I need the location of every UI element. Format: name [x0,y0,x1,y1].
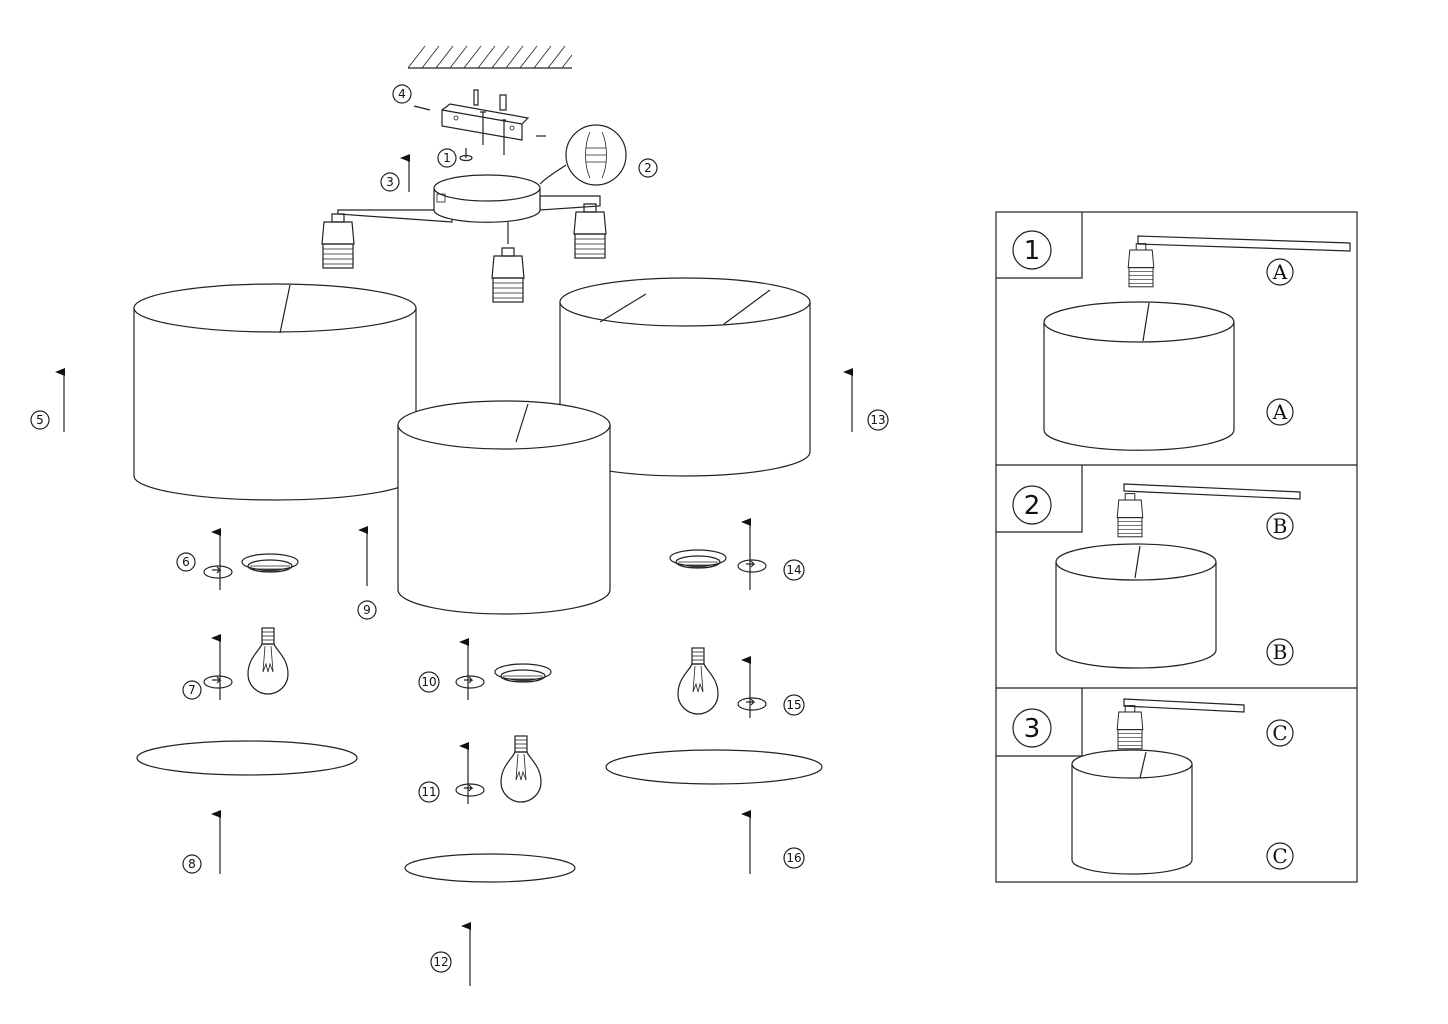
svg-text:8: 8 [188,857,196,871]
legend-row-2: 2 B B [996,465,1301,669]
step-label-1: 1 [437,148,457,168]
svg-text:9: 9 [363,603,371,617]
svg-text:4: 4 [398,87,406,101]
legend-letter-c-shade: C [1272,844,1287,868]
svg-text:15: 15 [786,698,801,712]
svg-text:13: 13 [870,413,885,427]
diffuser-16 [605,749,823,785]
svg-text:14: 14 [786,563,801,577]
step-label-6: 6 [176,552,196,572]
legend-row-1: 1 A A [996,212,1351,451]
svg-text:11: 11 [421,785,436,799]
step-label-3: 3 [380,172,400,192]
legend-number-3: 3 [1024,714,1041,744]
earth-screw [459,148,473,162]
svg-text:2: 2 [644,161,652,175]
shade-small-center [397,400,611,615]
step-label-15: 15 [783,694,805,716]
legend-number-1: 1 [1024,236,1041,266]
svg-text:12: 12 [433,955,448,969]
wiring-detail [539,124,627,186]
bulb-11 [500,735,542,803]
step-label-16: 16 [783,847,805,869]
legend-letter-a-shade: A [1272,400,1288,424]
svg-text:6: 6 [182,555,190,569]
ceiling-canopy [337,174,601,244]
ceiling-hatch [407,45,573,69]
diffuser-12 [404,853,576,883]
diffuser-8 [136,740,358,776]
locking-ring-14 [669,549,727,569]
svg-text:10: 10 [421,675,436,689]
locking-ring-6 [241,553,299,573]
step-label-10: 10 [418,671,440,693]
legend-letter-b-arm: B [1273,514,1288,538]
svg-text:16: 16 [786,851,801,865]
legend-letter-c-arm: C [1272,721,1287,745]
svg-text:1: 1 [443,151,451,165]
bulb-7 [247,627,289,695]
step-label-7: 7 [182,680,202,700]
step-label-11: 11 [418,781,440,803]
socket-left [321,213,355,269]
legend-panel: 1 A A 2 B B [995,211,1358,883]
step-label-4: 4 [392,84,412,104]
svg-text:3: 3 [386,175,394,189]
legend-row-3: 3 C C [996,688,1294,875]
bulb-15 [677,647,719,715]
step-label-14: 14 [783,559,805,581]
shade-right [559,277,811,477]
direction-arrows [55,154,853,986]
legend-letter-a-arm: A [1272,260,1288,284]
step-label-2: 2 [638,158,658,178]
shade-large-left [133,283,417,501]
step-label-12: 12 [430,951,452,973]
step-label-13: 13 [867,409,889,431]
svg-text:7: 7 [188,683,196,697]
socket-right [573,203,607,259]
mounting-bracket [413,89,546,155]
step-label-9: 9 [357,600,377,620]
legend-number-2: 2 [1024,491,1041,521]
locking-ring-10 [494,663,552,683]
legend-letter-b-shade: B [1273,640,1288,664]
step-label-5: 5 [30,410,50,430]
legend-number-1-circle [1012,230,1052,270]
step-labels: 1 2 3 4 5 6 7 8 9 10 11 12 13 14 15 16 [30,84,889,973]
socket-middle [491,247,525,303]
svg-text:5: 5 [36,413,44,427]
step-label-8: 8 [182,854,202,874]
